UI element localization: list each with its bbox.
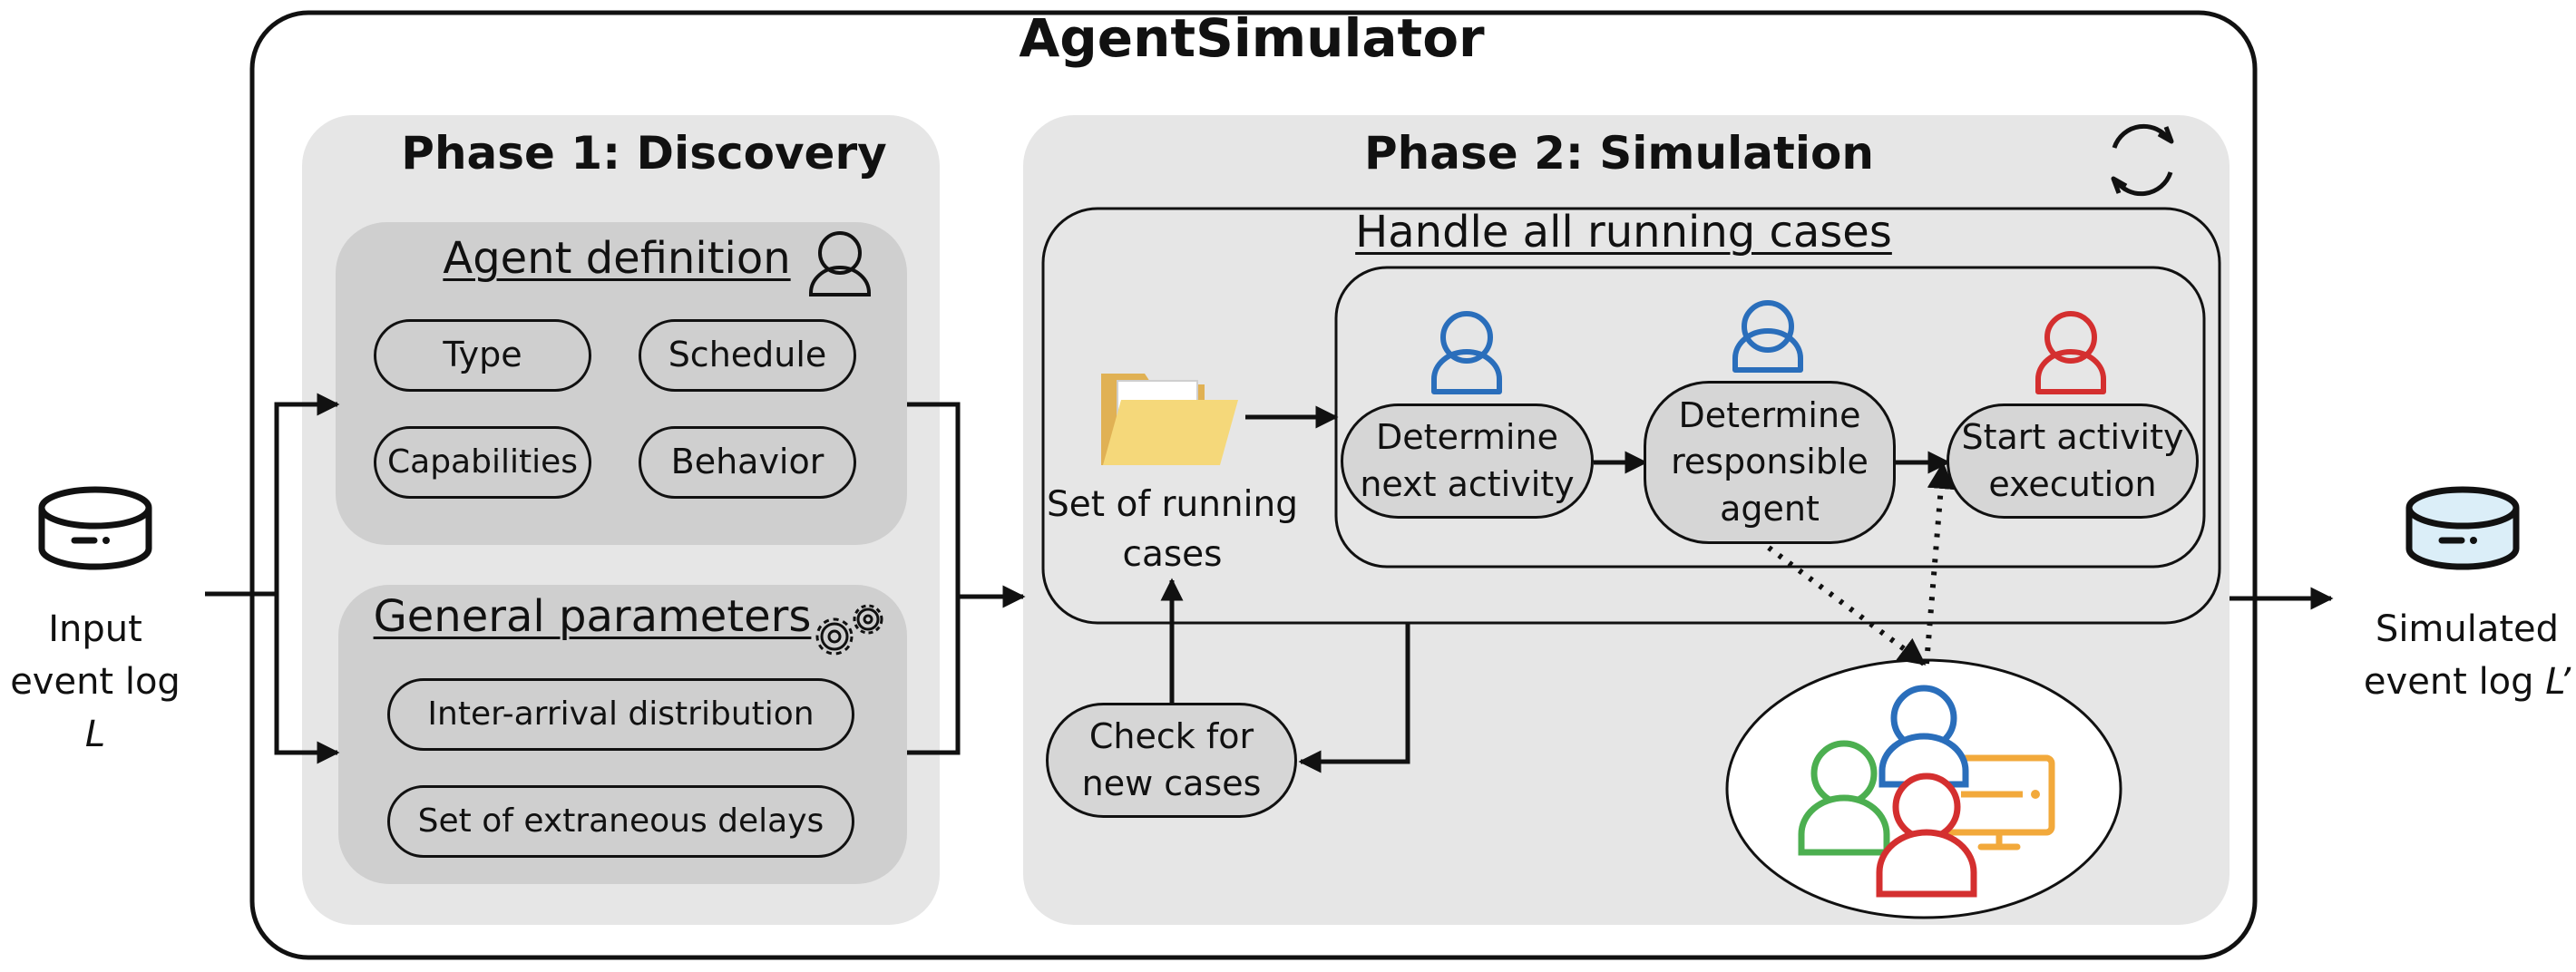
agent-definition-title: Agent definition	[443, 233, 791, 284]
connector-arrows	[205, 393, 2334, 773]
check-new-cases-pill: Check for new cases	[1046, 703, 1297, 818]
agent-type-pill: Type	[374, 319, 591, 392]
phase2-title: Phase 2: Simulation	[1364, 127, 1874, 180]
refresh-icon	[2111, 123, 2174, 197]
user-icon	[1431, 311, 1502, 394]
arrow-to-check-new-cases	[1298, 623, 1410, 773]
input-label-line2: event log L	[0, 656, 190, 761]
user-icon	[1876, 773, 1977, 898]
output-log-var: L’	[2545, 661, 2571, 703]
extraneous-delays-pill: Set of extraneous delays	[387, 785, 854, 858]
agent-behavior-pill: Behavior	[639, 426, 856, 499]
agent-definition-panel	[336, 222, 907, 545]
folder-icon	[1101, 374, 1238, 465]
dotted-pool-to-start	[1924, 462, 1955, 665]
arrow-to-general-parameters	[274, 594, 340, 764]
gear-icon	[815, 604, 883, 656]
user-icon	[809, 231, 871, 296]
arrow-to-agent-definition	[274, 393, 340, 594]
main-title: AgentSimulator	[1019, 7, 1485, 69]
output-label: Simulated event log L’	[2358, 603, 2576, 708]
input-label-line1: Input	[48, 608, 142, 650]
input-log-var: L	[84, 714, 106, 755]
general-parameters-title: General parameters	[373, 591, 812, 642]
output-label-text: event log	[2363, 661, 2534, 703]
phase1-title: Phase 1: Discovery	[401, 127, 887, 180]
general-parameters-panel	[338, 585, 907, 884]
user-icon	[1878, 685, 1969, 788]
user-icon	[1798, 740, 1890, 856]
agent-schedule-pill: Schedule	[639, 319, 856, 392]
agent-definition-bracket	[907, 402, 961, 755]
user-icon	[1732, 300, 1803, 373]
user-icon	[2035, 311, 2106, 394]
inter-arrival-pill: Inter-arrival distribution	[387, 678, 854, 751]
output-label-line2: event log L’	[2358, 656, 2576, 708]
database-icon	[38, 486, 152, 570]
input-label: Input event log L	[0, 603, 190, 761]
input-label-text: event log	[10, 661, 181, 703]
output-label-line1: Simulated	[2375, 608, 2560, 650]
database-icon	[2405, 486, 2520, 570]
determine-agent-pill: Determine responsible agent	[1644, 381, 1896, 544]
running-cases-label: Set of running cases	[1047, 484, 1298, 575]
determine-next-activity-pill: Determine next activity	[1341, 403, 1594, 519]
start-activity-pill: Start activity execution	[1947, 403, 2199, 519]
agent-capabilities-pill: Capabilities	[374, 426, 591, 499]
handle-cases-title: Handle all running cases	[1355, 207, 1892, 258]
